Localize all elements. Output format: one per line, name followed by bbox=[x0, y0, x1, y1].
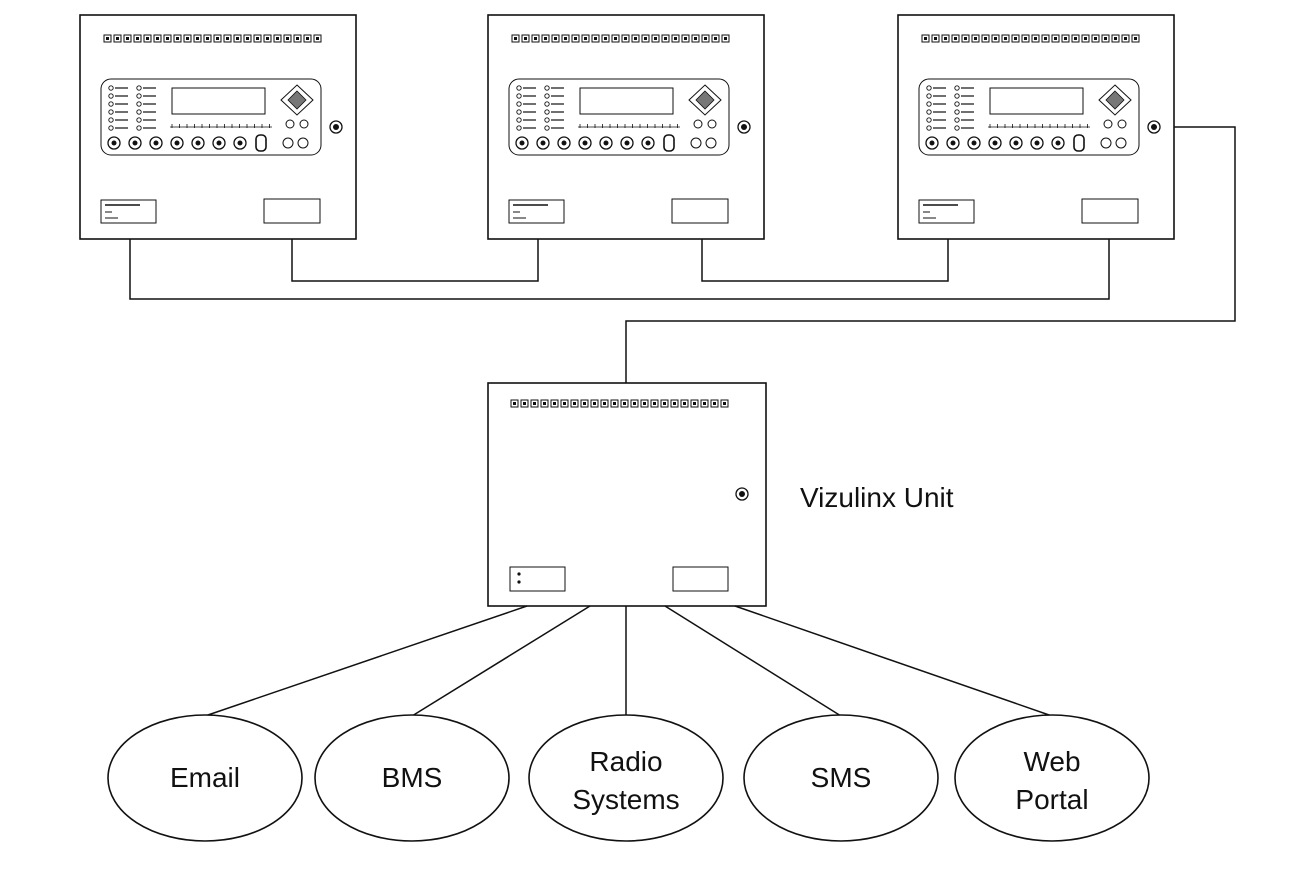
output-link-bms bbox=[411, 605, 591, 717]
output-label-web: Portal bbox=[1015, 784, 1088, 815]
output-ellipse-bms bbox=[314, 714, 510, 842]
vizulinx-unit bbox=[487, 382, 767, 607]
output-ellipse-radio bbox=[528, 714, 724, 842]
panel-lcd-screen bbox=[579, 87, 674, 115]
panel-terminal-strip bbox=[103, 34, 322, 43]
unit-status-plate bbox=[509, 566, 566, 592]
output-label-bms: BMS bbox=[382, 762, 443, 793]
panel-nav-pad bbox=[688, 84, 722, 116]
unit-enclosure bbox=[487, 382, 767, 607]
panel-terminal-strip bbox=[511, 34, 730, 43]
output-ellipse-email bbox=[107, 714, 303, 842]
panel-control-module bbox=[508, 78, 730, 156]
output-ellipse-sms bbox=[743, 714, 939, 842]
output-label-radio: Systems bbox=[572, 784, 679, 815]
output-label-email: Email bbox=[170, 762, 240, 793]
output-bms: BMS bbox=[314, 605, 591, 842]
loop-wire-1-2 bbox=[291, 239, 539, 282]
loop-wire-outer bbox=[129, 239, 1110, 300]
panel-control-module bbox=[918, 78, 1140, 156]
output-link-sms bbox=[664, 605, 842, 717]
output-link-web bbox=[734, 605, 1053, 717]
panel-nameplate bbox=[508, 199, 565, 224]
output-email: Email bbox=[107, 605, 528, 842]
output-label-radio: Radio bbox=[589, 746, 662, 777]
vizulinx-unit-label: Vizulinx Unit bbox=[800, 482, 954, 513]
panel-control-module bbox=[100, 78, 322, 156]
unit-connector-box bbox=[672, 566, 729, 592]
fire-panel-1 bbox=[79, 14, 357, 240]
panel-nav-pad bbox=[280, 84, 314, 116]
output-label-sms: SMS bbox=[811, 762, 872, 793]
fire-panel-2 bbox=[487, 14, 765, 240]
panel-nameplate bbox=[100, 199, 157, 224]
fire-panel-3 bbox=[897, 14, 1175, 240]
output-label-web: Web bbox=[1023, 746, 1080, 777]
panel-terminal-strip bbox=[921, 34, 1140, 43]
panel-connector-box bbox=[1081, 198, 1139, 224]
panel-connector-box bbox=[671, 198, 729, 224]
network-wire-to-unit bbox=[625, 126, 1236, 383]
loop-wire-2-3 bbox=[701, 239, 949, 282]
unit-terminal-strip bbox=[510, 399, 729, 408]
panel-connector-box bbox=[263, 198, 321, 224]
output-sms: SMS bbox=[664, 605, 939, 842]
output-ellipse-web bbox=[954, 714, 1150, 842]
output-link-email bbox=[204, 605, 528, 717]
panel-lcd-screen bbox=[989, 87, 1084, 115]
panel-nameplate bbox=[918, 199, 975, 224]
panel-lcd-screen bbox=[171, 87, 266, 115]
panel-nav-pad bbox=[1098, 84, 1132, 116]
